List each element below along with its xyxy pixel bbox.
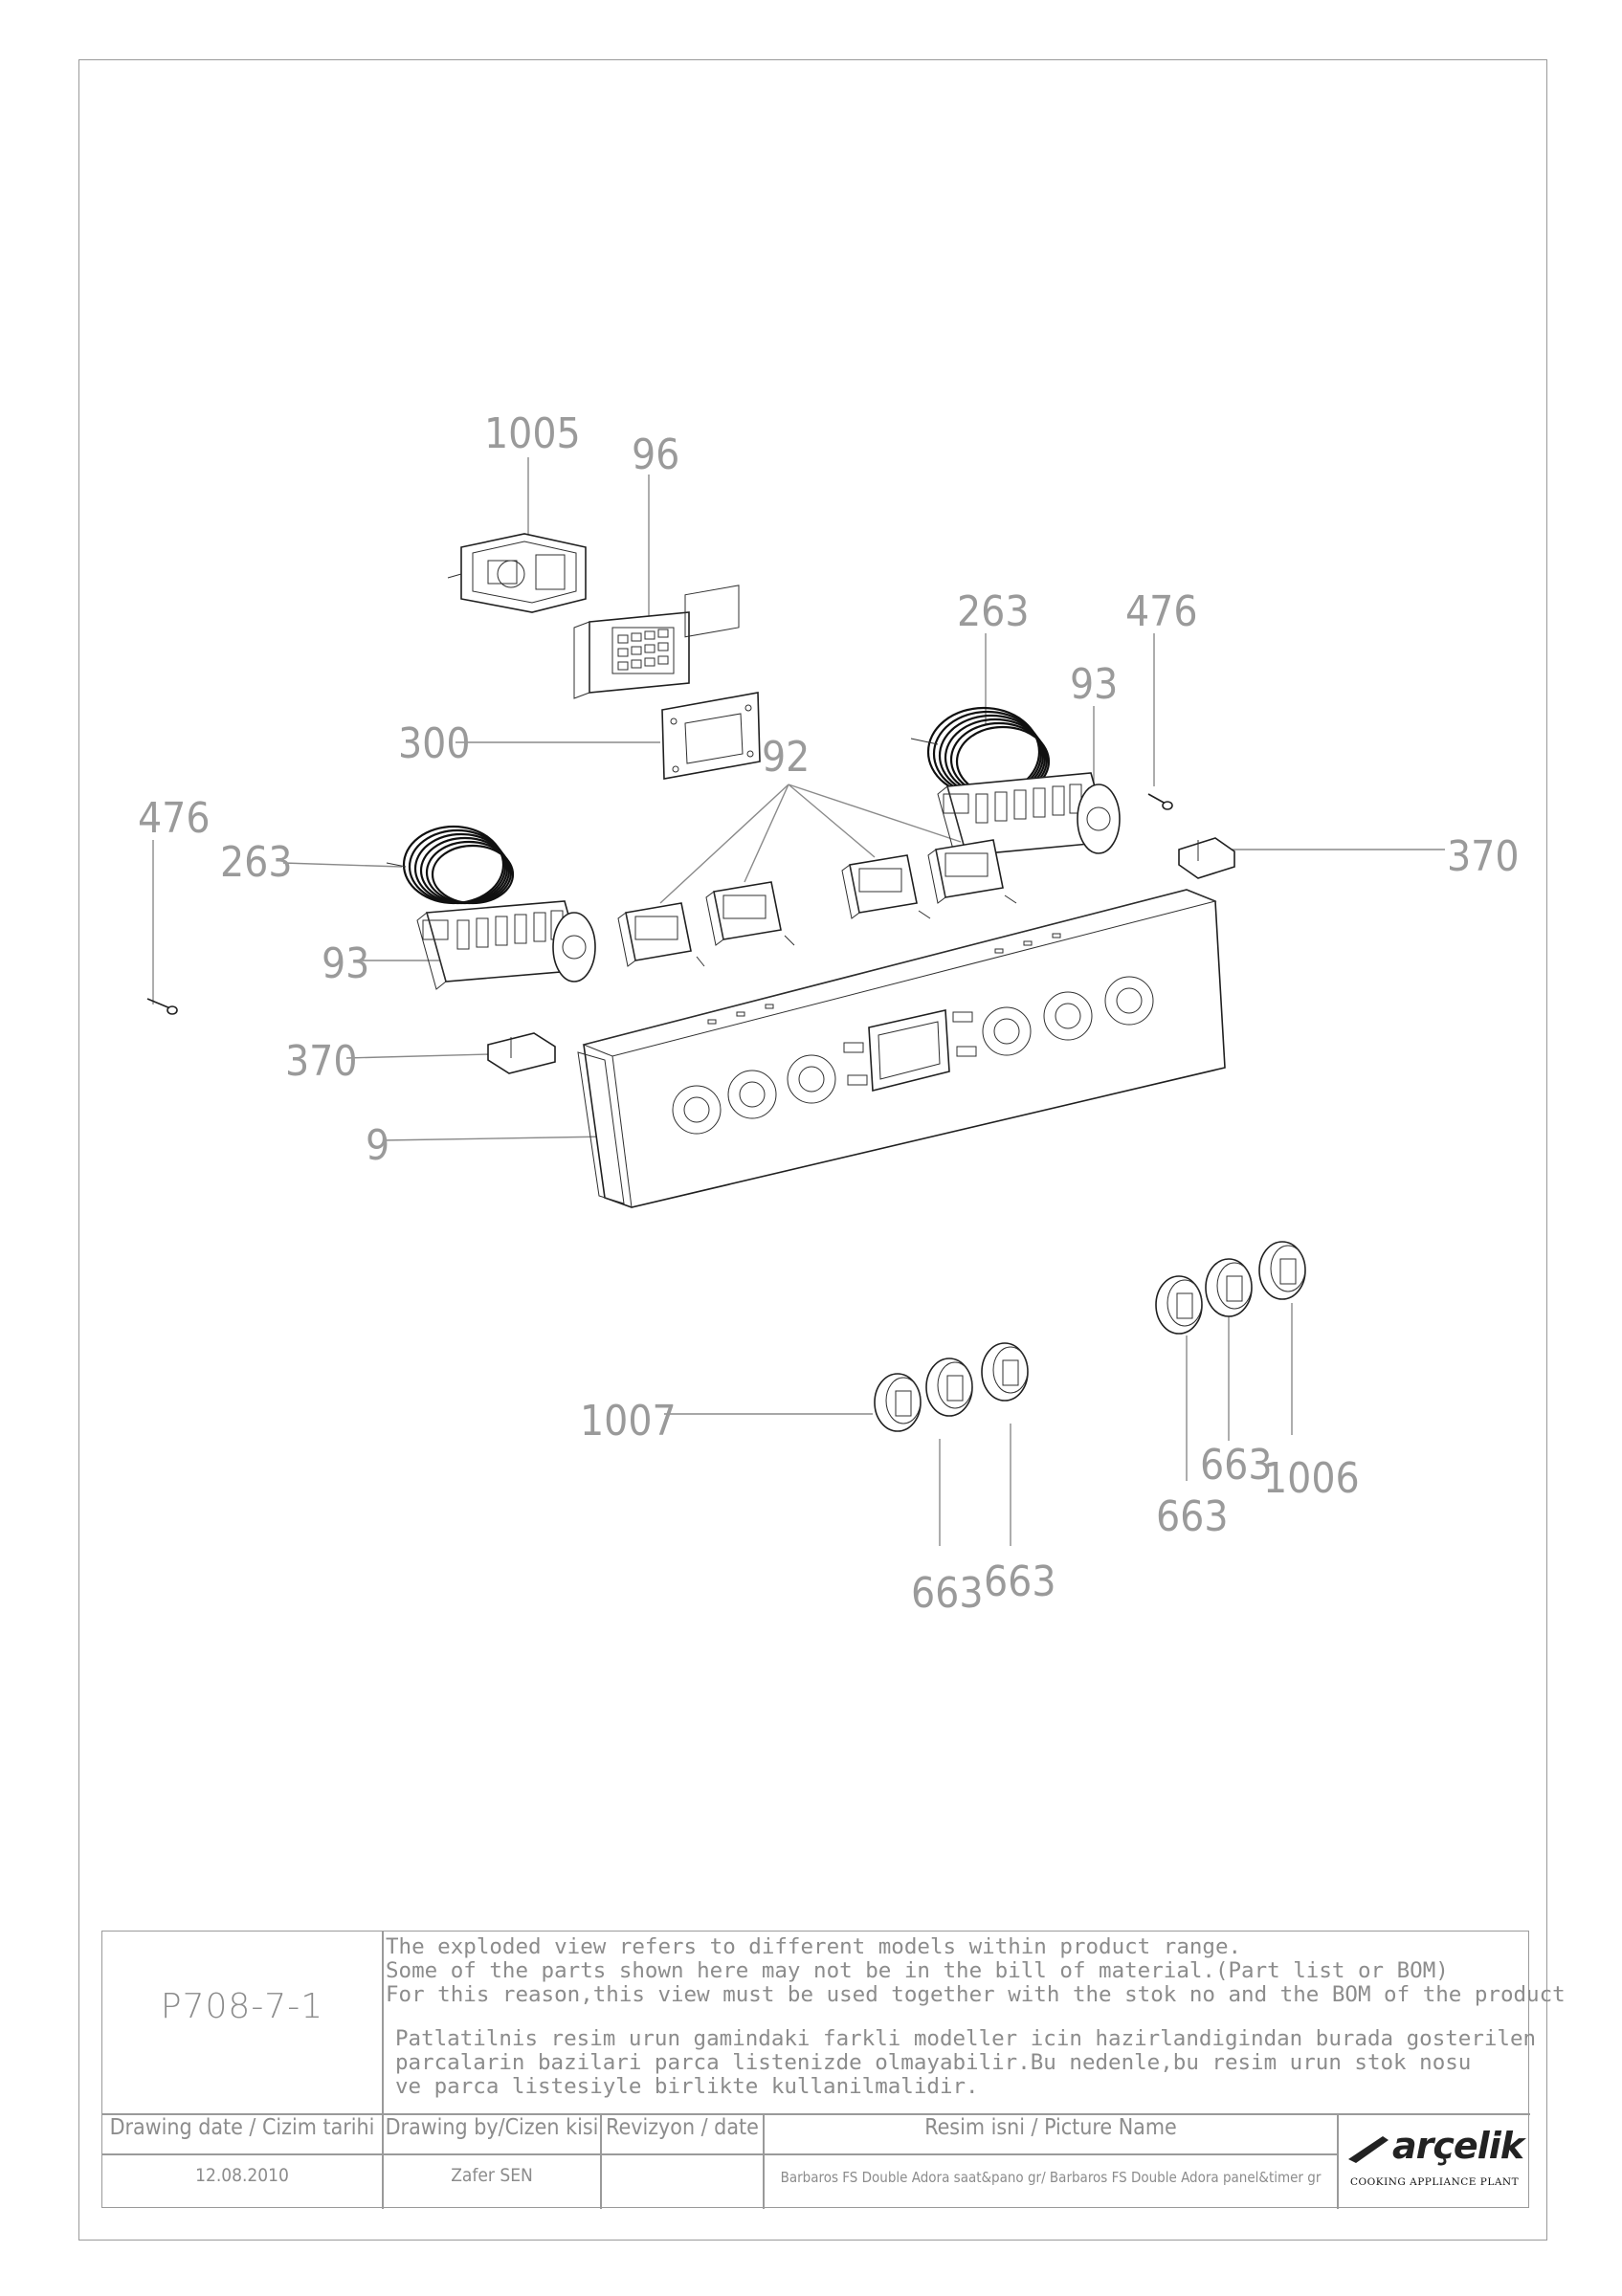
tb-divider-code [382, 1932, 384, 2113]
part-1007-knobs [874, 1342, 1029, 1432]
value-drawing-by: Zafer SEN [451, 2165, 533, 2186]
callout-476-right: 476 [1125, 587, 1198, 636]
tb-divider-values [102, 2153, 1337, 2155]
part-96-timer-module [573, 611, 690, 699]
sheet-border [78, 59, 1547, 2241]
logo-swoosh-icon [1348, 2136, 1389, 2163]
logo-subtitle: COOKING APPLIANCE PLANT [1350, 2176, 1520, 2188]
header-drawing-by: Drawing by/Cizen kisi [385, 2115, 599, 2140]
tb-col-3 [763, 2113, 765, 2209]
callout-263-right: 263 [957, 587, 1030, 636]
knob-1007-3 [981, 1342, 1029, 1402]
part-370-right-clip [1178, 837, 1235, 879]
value-picture-name: Barbaros FS Double Adora saat&pano gr/ B… [780, 2169, 1322, 2186]
leader-263-left [282, 862, 403, 868]
drawing-code: P708-7-1 [160, 1987, 324, 2026]
part-9-control-panel [577, 889, 1226, 1208]
leader-92-fan [659, 784, 962, 904]
tb-divider-header [102, 2113, 1530, 2115]
knob-1006-3 [1258, 1241, 1306, 1300]
tb-col-1 [382, 2113, 384, 2209]
tb-col-4 [1337, 2113, 1339, 2209]
part-1006-knobs [1155, 1241, 1306, 1335]
leader-lines [152, 457, 1445, 1546]
callout-663-c: 663 [1200, 1441, 1273, 1490]
callout-92: 92 [762, 733, 810, 782]
part-1005-bracket [447, 533, 587, 613]
tb-col-2 [600, 2113, 602, 2209]
part-93-left-selector-switch [416, 900, 596, 990]
callout-263-left: 263 [220, 838, 293, 887]
leader-9 [382, 1136, 610, 1141]
note-en-line: For this reason,this view must be used t… [386, 1982, 1566, 2007]
callout-96: 96 [632, 430, 679, 479]
note-en-line: The exploded view refers to different mo… [386, 1934, 1242, 1959]
part-370-left-clip [487, 1032, 556, 1074]
switch-92-3 [841, 854, 931, 919]
knob-1007-1 [874, 1373, 922, 1432]
exploded-view-diagram: 1005 96 300 263 476 93 92 476 263 370 93… [138, 409, 1520, 1618]
leader-370-left [345, 1053, 491, 1059]
knob-1006-1 [1155, 1275, 1203, 1335]
value-drawing-date: 12.08.2010 [195, 2165, 289, 2186]
callout-labels: 1005 96 300 263 476 93 92 476 263 370 93… [138, 409, 1520, 1618]
switch-92-4 [927, 839, 1017, 904]
part-93-right-selector-switch [937, 772, 1121, 864]
callout-93-right: 93 [1070, 660, 1118, 709]
part-263-left-thermostat-coil [386, 825, 515, 905]
part-92-switches [617, 839, 1017, 967]
switch-92-2 [705, 881, 795, 946]
callout-663-d: 663 [1156, 1492, 1229, 1541]
note-en-line: Some of the parts shown here may not be … [386, 1958, 1449, 1983]
note-tr-line: Patlatilnis resim urun gamindaki farkli … [395, 2026, 1537, 2051]
note-tr-line: ve parca listesiyle birlikte kullanilmal… [395, 2074, 979, 2099]
callout-9: 9 [366, 1121, 389, 1170]
knob-1006-2 [1205, 1258, 1253, 1317]
arcelik-logo: arçelik COOKING APPLIANCE PLANT [1343, 2117, 1528, 2203]
header-revision: Revizyon / date [606, 2115, 759, 2140]
part-476-right-screw [1147, 793, 1173, 810]
callout-300: 300 [398, 719, 471, 768]
logo-wordmark: arçelik [1392, 2125, 1524, 2167]
header-picture-name: Resim isni / Picture Name [924, 2115, 1177, 2140]
switch-92-1 [617, 902, 705, 967]
callout-1007: 1007 [580, 1397, 677, 1446]
callout-1005: 1005 [484, 409, 581, 458]
knob-1007-2 [925, 1358, 973, 1417]
part-300-display-frame [661, 585, 761, 780]
callout-370-right: 370 [1447, 832, 1520, 881]
callout-1006: 1006 [1263, 1454, 1360, 1503]
part-476-left-screw [146, 998, 178, 1015]
callout-476-left: 476 [138, 794, 211, 843]
note-english: The exploded view refers to different mo… [386, 1935, 1566, 2007]
note-tr-line: parcalarin bazilari parca listenizde olm… [395, 2050, 1472, 2075]
callout-370-left: 370 [285, 1037, 358, 1086]
panel-knob-holes [672, 976, 1154, 1135]
note-turkish: Patlatilnis resim urun gamindaki farkli … [395, 2027, 1536, 2099]
header-drawing-date: Drawing date / Cizim tarihi [109, 2115, 375, 2140]
callout-663-a: 663 [911, 1569, 984, 1618]
title-block: P708-7-1 The exploded view refers to dif… [101, 1931, 1566, 2209]
callout-663-b: 663 [984, 1557, 1056, 1606]
callout-93-left: 93 [322, 939, 369, 988]
